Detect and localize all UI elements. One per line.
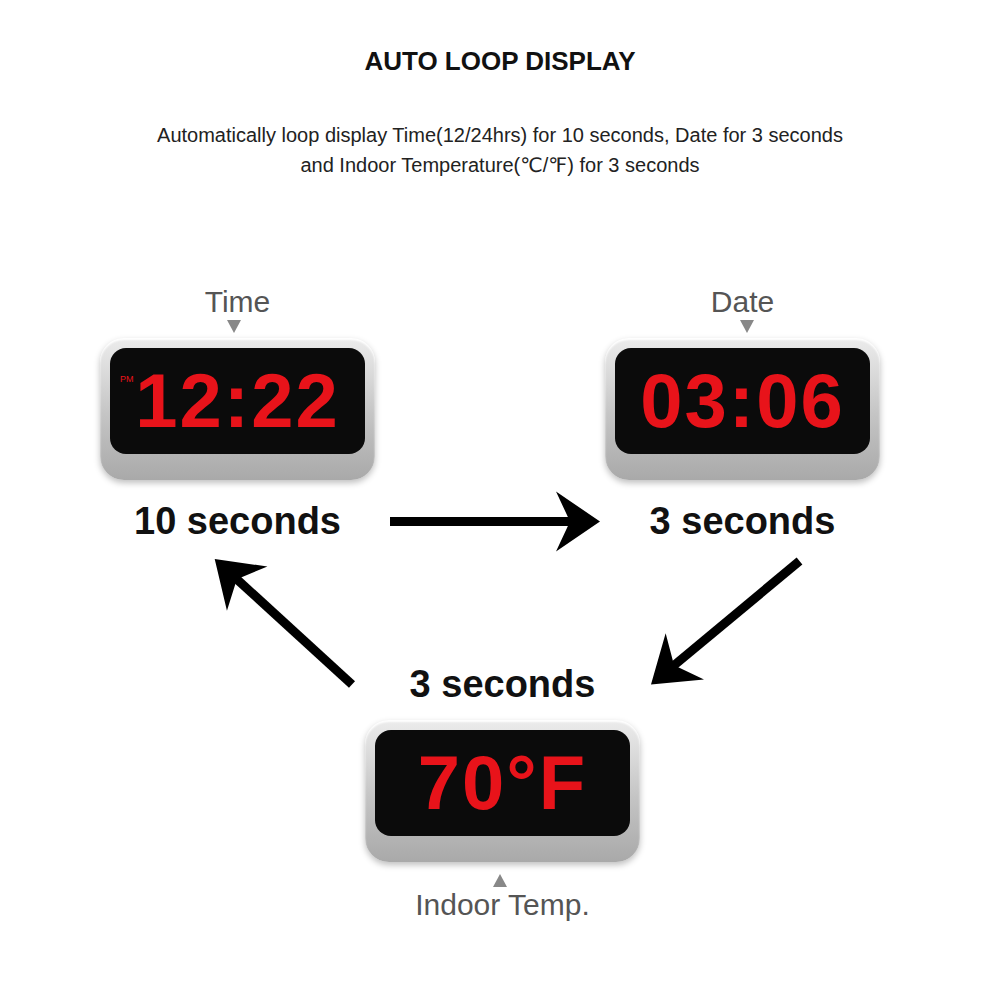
arrow-shaft xyxy=(673,561,800,667)
diagram-title: AUTO LOOP DISPLAY xyxy=(0,46,1000,77)
arrow-head xyxy=(556,492,600,552)
clock-node: PM12:22Time10 seconds xyxy=(95,282,380,547)
arrow-head xyxy=(215,559,268,611)
led-clock-body: PM12:22 xyxy=(100,338,375,480)
arrow-head xyxy=(651,633,704,684)
clock-heading: Date xyxy=(600,285,885,319)
pointer-triangle xyxy=(227,320,241,333)
pointer-triangle xyxy=(493,874,507,887)
duration-label: 10 seconds xyxy=(65,500,410,543)
led-clock-body: 70°F xyxy=(365,720,640,862)
led-digits: 03:06 xyxy=(640,363,844,439)
flow-arrow xyxy=(390,492,600,552)
clock-heading: Time xyxy=(95,285,380,319)
description-text: Automatically loop display Time(12/24hrs… xyxy=(150,120,850,180)
pointer-triangle xyxy=(740,320,754,333)
duration-label: 3 seconds xyxy=(570,500,915,543)
flow-arrow xyxy=(651,561,800,685)
arrow-shaft xyxy=(390,517,572,526)
flow-arrow xyxy=(215,559,352,685)
clock-heading: Indoor Temp. xyxy=(360,888,645,922)
pm-indicator: PM xyxy=(120,374,134,384)
led-digits: 12:22 xyxy=(135,363,339,439)
clock-node: 03:06Date3 seconds xyxy=(600,282,885,547)
led-screen: PM12:22 xyxy=(110,348,365,454)
led-clock-body: 03:06 xyxy=(605,338,880,480)
clock-node: 70°F3 secondsIndoor Temp. xyxy=(360,655,645,925)
led-screen: 03:06 xyxy=(615,348,870,454)
arrow-shaft xyxy=(235,578,352,685)
duration-label: 3 seconds xyxy=(330,663,675,706)
led-digits: 70°F xyxy=(418,745,587,821)
led-screen: 70°F xyxy=(375,730,630,836)
